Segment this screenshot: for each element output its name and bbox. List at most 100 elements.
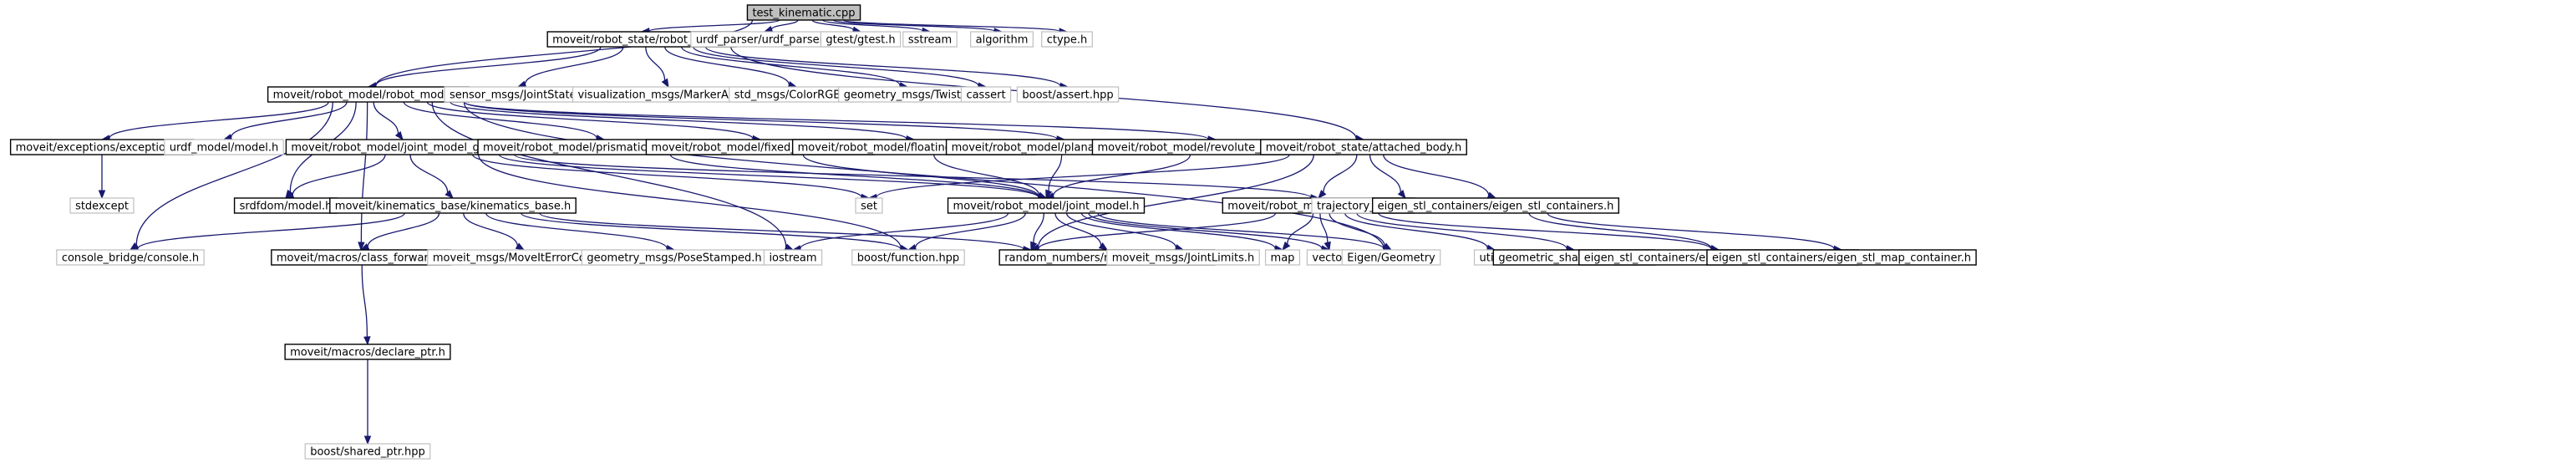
node-box bbox=[820, 31, 902, 48]
node-set: set bbox=[855, 197, 883, 214]
edge-robot_model-to-planar bbox=[463, 101, 1058, 140]
edge-attached-to-string bbox=[1037, 154, 1314, 248]
node-box bbox=[69, 197, 135, 214]
edge-kinbase-to-boostfunction bbox=[521, 212, 902, 250]
node-cassert: cassert bbox=[960, 86, 1012, 103]
edge-kinbase-to-moveiterr bbox=[463, 212, 518, 247]
node-box bbox=[746, 4, 861, 21]
node-classfwd[interactable]: moveit/macros/class_forward.h bbox=[271, 249, 451, 266]
edge-arrowhead bbox=[515, 242, 526, 251]
edge-attached-to-eigenstl bbox=[1383, 154, 1490, 196]
edge-jointmodel-to-vector bbox=[1088, 212, 1323, 249]
edge-arrowhead bbox=[394, 130, 404, 141]
node-declareptr[interactable]: moveit/macros/declare_ptr.h bbox=[284, 343, 451, 360]
node-jointstate: sensor_msgs/JointState.h bbox=[444, 86, 592, 103]
edge-test_kinematic-to-gtest bbox=[811, 19, 854, 31]
dependency-edges bbox=[98, 19, 1843, 445]
edge-robot_model-to-console bbox=[135, 101, 333, 246]
edge-robot_model-to-revolute bbox=[463, 101, 1209, 140]
node-label: sensor_msgs/JointState.h bbox=[450, 89, 587, 102]
node-exceptions[interactable]: moveit/exceptions/exceptions.h bbox=[9, 139, 195, 155]
edge-attached-to-trajectory bbox=[1369, 154, 1401, 193]
edge-jointmodel-to-eigengeom bbox=[1097, 212, 1385, 250]
node-jmg[interactable]: moveit/robot_model/joint_model_group.h bbox=[285, 139, 521, 155]
node-label: moveit/macros/class_forward.h bbox=[277, 252, 445, 265]
edge-robot_state-to-robot_model bbox=[375, 46, 602, 86]
edge-linkmodel-to-vectorcont bbox=[1378, 212, 1712, 250]
node-jointmodel[interactable]: moveit/robot_model/joint_model.h bbox=[947, 197, 1146, 214]
edge-attached-to-set bbox=[876, 154, 1290, 198]
node-label: moveit/robot_state/robot_state.h bbox=[552, 34, 731, 47]
edge-test_kinematic-to-algorithm bbox=[832, 19, 995, 33]
edge-robot_model-to-urdfmodel bbox=[230, 101, 348, 138]
edge-arrowhead bbox=[363, 435, 372, 445]
edge-eigenstl-to-mapcont bbox=[1547, 212, 1835, 250]
edge-jmg-to-set bbox=[472, 154, 862, 198]
edge-jointmodel-to-string bbox=[1033, 212, 1044, 243]
node-label: gtest/gtest.h bbox=[826, 34, 895, 47]
node-mapcont[interactable]: eigen_stl_containers/eigen_stl_map_conta… bbox=[1706, 249, 1977, 266]
edge-arrowhead bbox=[1318, 190, 1327, 200]
edge-arrowhead bbox=[1397, 189, 1406, 200]
node-kinbase[interactable]: moveit/kinematics_base/kinematics_base.h bbox=[329, 197, 577, 214]
node-label: boost/assert.hpp bbox=[1022, 89, 1113, 102]
edge-arrowhead bbox=[1045, 189, 1053, 200]
edge-test_kinematic-to-robot_model bbox=[375, 19, 754, 86]
node-urdf_parser: urdf_parser/urdf_parser.h bbox=[690, 31, 839, 48]
node-box bbox=[1341, 249, 1441, 266]
edge-classfwd-to-declareptr bbox=[361, 264, 368, 338]
dependency-nodes: test_kinematic.cpp moveit/robot_state/rob… bbox=[9, 4, 1977, 460]
node-ctype: ctype.h bbox=[1041, 31, 1093, 48]
node-label: eigen_stl_containers/eigen_stl_map_conta… bbox=[1712, 252, 1971, 265]
node-label: visualization_msgs/MarkerArray.h bbox=[577, 89, 759, 102]
node-box bbox=[164, 139, 284, 155]
node-label: moveit_msgs/JointLimits.h bbox=[1112, 252, 1254, 265]
node-eigengeom: Eigen/Geometry bbox=[1341, 249, 1441, 266]
node-label: moveit/exceptions/exceptions.h bbox=[16, 142, 189, 155]
node-box bbox=[1706, 249, 1977, 266]
node-algorithm: algorithm bbox=[970, 31, 1034, 48]
node-label: console_bridge/console.h bbox=[62, 252, 199, 265]
edge-jointmodel-to-boostfunction bbox=[914, 212, 1026, 248]
node-label: moveit/robot_model/joint_model_group.h bbox=[291, 142, 514, 155]
node-test_kinematic[interactable]: test_kinematic.cpp bbox=[746, 4, 861, 21]
node-console: console_bridge/console.h bbox=[56, 249, 205, 266]
node-box bbox=[1041, 31, 1093, 48]
node-robot_model[interactable]: moveit/robot_model/robot_model.h bbox=[267, 86, 470, 103]
node-sharedptr: boost/shared_ptr.hpp bbox=[304, 443, 431, 460]
edge-linkmodel-to-map bbox=[1287, 212, 1314, 245]
node-attached[interactable]: moveit/robot_state/attached_body.h bbox=[1260, 139, 1467, 155]
edge-linkmodel-to-vector bbox=[1319, 212, 1329, 243]
edge-linkmodel-to-string bbox=[1038, 212, 1277, 249]
edge-fixed-to-jointmodel bbox=[802, 154, 1039, 197]
edge-robot_state-to-cassert bbox=[693, 46, 979, 87]
node-robot_state[interactable]: moveit/robot_state/robot_state.h bbox=[546, 31, 737, 48]
node-box bbox=[1371, 197, 1620, 214]
node-label: moveit/kinematics_base/kinematics_base.h bbox=[335, 201, 571, 213]
edge-robot_state-to-twist bbox=[681, 46, 901, 86]
node-box bbox=[1016, 86, 1120, 103]
edge-test_kinematic-to-ctype bbox=[842, 19, 1060, 33]
edge-jointmodel-to-randnum bbox=[1054, 212, 1102, 246]
edge-arrowhead bbox=[363, 336, 371, 346]
edge-arrowhead bbox=[1098, 242, 1109, 251]
node-label: sstream bbox=[908, 34, 952, 47]
node-label: boost/function.hpp bbox=[857, 252, 959, 265]
node-label: moveit/macros/declare_ptr.h bbox=[290, 347, 445, 359]
node-stdexcept: stdexcept bbox=[69, 197, 135, 214]
node-label: vector bbox=[1312, 252, 1347, 265]
node-eigenstl[interactable]: eigen_stl_containers/eigen_stl_container… bbox=[1371, 197, 1620, 214]
node-boostfunction: boost/function.hpp bbox=[851, 249, 965, 266]
node-twist: geometry_msgs/Twist.h bbox=[838, 86, 977, 103]
node-label: moveit/robot_state/attached_body.h bbox=[1266, 142, 1461, 155]
node-map: map bbox=[1264, 249, 1301, 266]
node-srdfdom[interactable]: srdfdom/model.h bbox=[233, 197, 338, 214]
node-label: std_msgs/ColorRGBA.h bbox=[734, 89, 858, 102]
node-box bbox=[763, 249, 823, 266]
node-label: srdfdom/model.h bbox=[240, 201, 333, 213]
edge-jointmodel-to-map bbox=[1080, 212, 1276, 249]
edge-revolute-to-jointmodel bbox=[1052, 154, 1191, 196]
edge-kinbase-to-console bbox=[137, 212, 405, 250]
edge-robot_state-to-boostassert bbox=[704, 46, 1061, 87]
